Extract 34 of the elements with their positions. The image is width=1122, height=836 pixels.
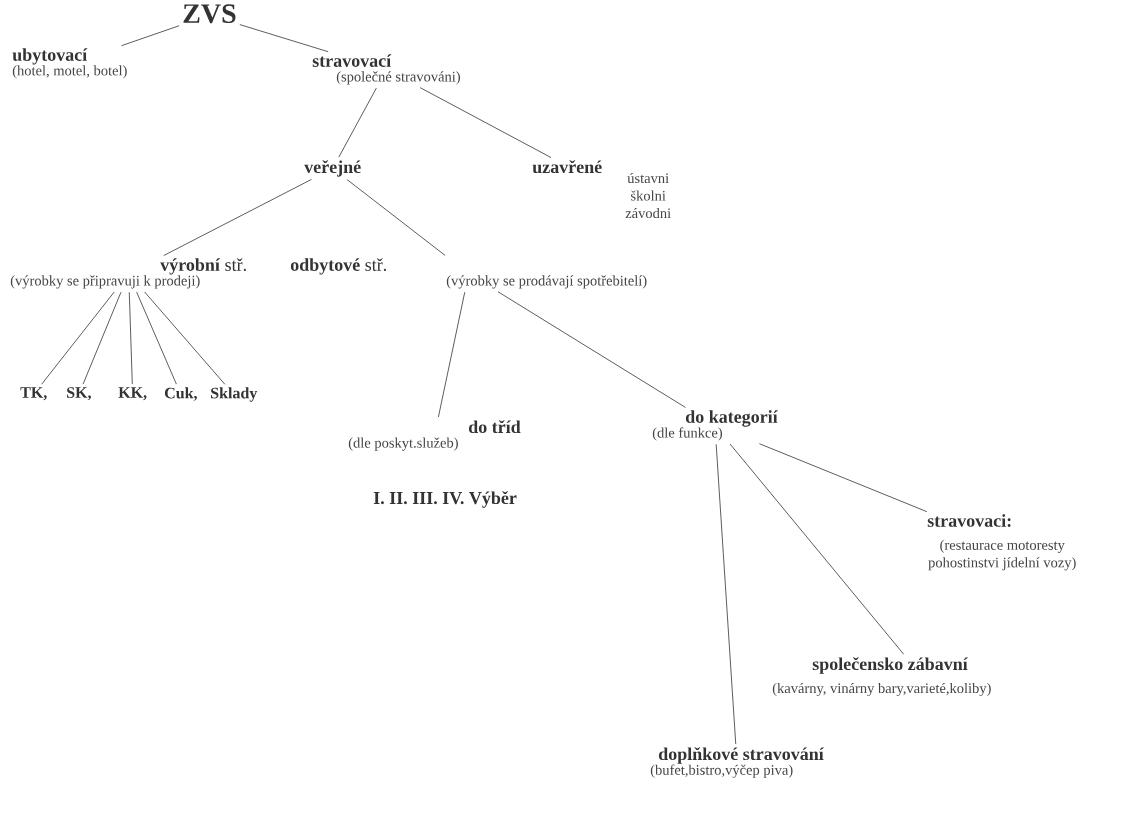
- connector-line: [715, 443, 737, 745]
- category-label: Sklady: [211, 387, 258, 402]
- connector-line: [144, 291, 226, 385]
- connector-line: [729, 443, 905, 655]
- connector-line: [136, 291, 177, 385]
- connector-line: [239, 24, 329, 53]
- category-label: společensko zábavní (kavárny, vinárny bary,varieté,koliby): [772, 657, 991, 697]
- category-label: veřejné: [304, 160, 361, 177]
- category-label: doplňkové stravování (bufet,bistro,výčep piva): [650, 747, 824, 778]
- connector-line: [121, 25, 180, 47]
- connector-line: [41, 291, 115, 385]
- connector-line: [346, 179, 446, 256]
- connector-line: [419, 87, 552, 158]
- category-label: KK,: [118, 387, 147, 401]
- category-label: výrobní stř. (výrobky se připravuji k prodeji): [10, 258, 246, 289]
- category-label: TK,: [20, 387, 47, 401]
- connector-line: [82, 291, 122, 385]
- connector-line: [759, 443, 928, 513]
- connector-line: [128, 291, 133, 385]
- category-label: SK,: [67, 387, 91, 401]
- category-label: stravovaci: (restaurace motoresty pohostinstvi jídelní vozy): [927, 514, 1076, 571]
- caption-text: I. II. III. IV. Výběr: [373, 491, 517, 508]
- connector-line: [497, 291, 686, 408]
- connector-line: [438, 291, 466, 418]
- category-label: ubytovací (hotel, motel, botel): [12, 48, 127, 79]
- category-label: stravovací (společné stravováni): [312, 54, 460, 85]
- connector-line: [338, 87, 377, 158]
- category-label: uzavřené ústavni školni závodni: [532, 160, 671, 219]
- category-label: do kategorií (dle funkce): [652, 410, 778, 441]
- category-label: do tříd (dle poskyt.služeb): [348, 420, 521, 451]
- category-label: Cuk,: [165, 387, 197, 401]
- category-label: odbytové stř. (výrobky se prodávají spotřebitelí): [290, 258, 647, 289]
- connector-line: [163, 179, 312, 256]
- category-label: ZVS: [183, 4, 236, 24]
